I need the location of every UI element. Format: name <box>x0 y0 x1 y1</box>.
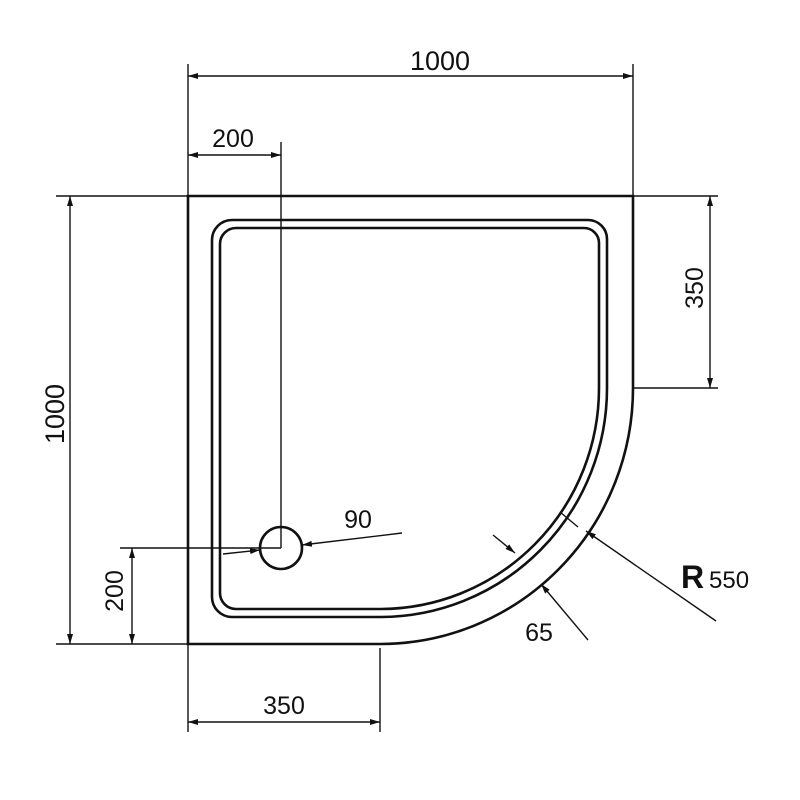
tray-rim-inner-line <box>218 226 601 611</box>
tray-outer-edge <box>186 194 635 646</box>
dim-drain-diameter-line <box>301 532 403 547</box>
label-drain-diameter: 90 <box>344 506 372 534</box>
tray-rim-outer-line <box>210 218 609 619</box>
dim-radius-line <box>585 530 717 622</box>
label-drain-offset-y: 200 <box>101 570 129 612</box>
dimension-labels: 1000 200 1000 200 350 350 90 65 R 550 <box>40 46 749 720</box>
label-bottom-straight: 350 <box>263 692 305 720</box>
label-overall-width: 1000 <box>410 46 470 76</box>
tray-outline <box>186 194 635 646</box>
label-right-straight: 350 <box>681 267 709 309</box>
label-radius-value: 550 <box>709 567 749 594</box>
dim-rim-width-line <box>540 583 589 641</box>
dimension-lines <box>56 64 718 732</box>
label-radius-prefix: R <box>681 559 704 595</box>
label-overall-depth: 1000 <box>40 384 70 444</box>
label-rim-width: 65 <box>525 619 553 647</box>
label-drain-offset-x: 200 <box>212 125 254 153</box>
